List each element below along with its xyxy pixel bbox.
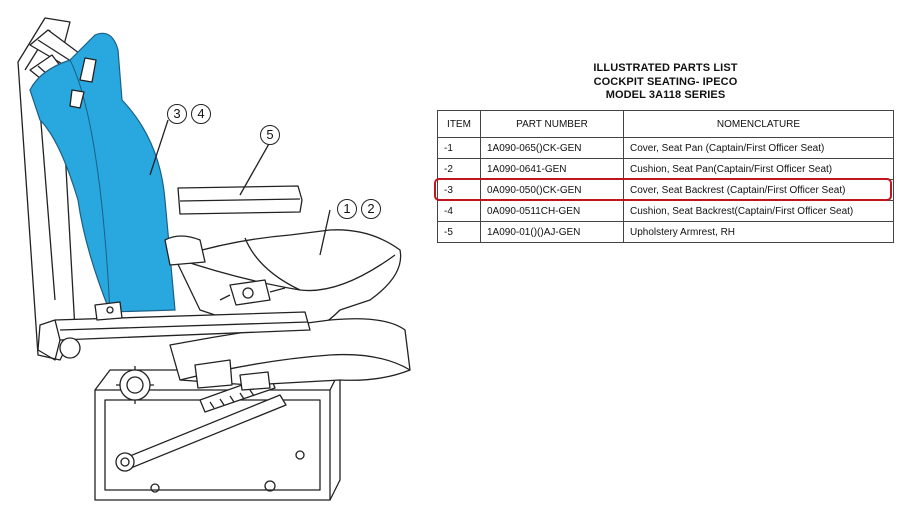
nomenclature-cell: Cushion, Seat Pan(Captain/First Officer … — [623, 158, 894, 180]
row-highlight-box — [434, 178, 892, 201]
table-row: -4 0A090-0511CH-GEN Cushion, Seat Backre… — [437, 200, 894, 222]
adjust-knob — [119, 369, 151, 401]
header-nomenclature: NOMENCLATURE — [623, 110, 894, 138]
seat-belt-buckle — [229, 279, 271, 306]
leader-5 — [239, 141, 271, 196]
header-part-number: PART NUMBER — [480, 110, 624, 138]
item-cell: -4 — [437, 200, 481, 222]
title-line-3: MODEL 3A118 SERIES — [605, 89, 726, 101]
parts-list-title: ILLUSTRATED PARTS LIST COCKPIT SEATING- … — [437, 62, 894, 103]
callout-2: 2 — [361, 199, 381, 219]
title-line-2: COCKPIT SEATING- IPECO — [593, 75, 738, 88]
callout-1: 1 — [337, 199, 357, 219]
parts-table: ITEM PART NUMBER NOMENCLATURE -1 1A090-0… — [437, 110, 894, 243]
leader-3-4 — [149, 119, 169, 176]
item-cell: -5 — [437, 221, 481, 243]
leader-1-2 — [319, 209, 331, 256]
part-number-cell: 0A090-0511CH-GEN — [480, 200, 624, 222]
part-number-cell: 1A090-01()()AJ-GEN — [480, 221, 624, 243]
nomenclature-cell: Cover, Seat Pan (Captain/First Officer S… — [623, 137, 894, 159]
item-cell: -2 — [437, 158, 481, 180]
backrest-cover — [29, 32, 176, 313]
table-row: -2 1A090-0641-GEN Cushion, Seat Pan(Capt… — [437, 158, 894, 180]
header-item: ITEM — [437, 110, 481, 138]
table-row: -5 1A090-01()()AJ-GEN Upholstery Armrest… — [437, 221, 894, 243]
nomenclature-cell: Upholstery Armrest, RH — [623, 221, 894, 243]
table-row: -1 1A090-065()CK-GEN Cover, Seat Pan (Ca… — [437, 137, 894, 159]
part-number-cell: 1A090-0641-GEN — [480, 158, 624, 180]
item-cell: -1 — [437, 137, 481, 159]
title-line-1: ILLUSTRATED PARTS LIST — [593, 62, 738, 74]
table-header-row: ITEM PART NUMBER NOMENCLATURE — [437, 110, 894, 138]
callout-3: 3 — [167, 104, 187, 124]
seat-illustration — [17, 17, 411, 501]
callout-4: 4 — [191, 104, 211, 124]
part-number-cell: 1A090-065()CK-GEN — [480, 137, 624, 159]
callout-5: 5 — [260, 125, 280, 145]
nomenclature-cell: Cushion, Seat Backrest(Captain/First Off… — [623, 200, 894, 222]
